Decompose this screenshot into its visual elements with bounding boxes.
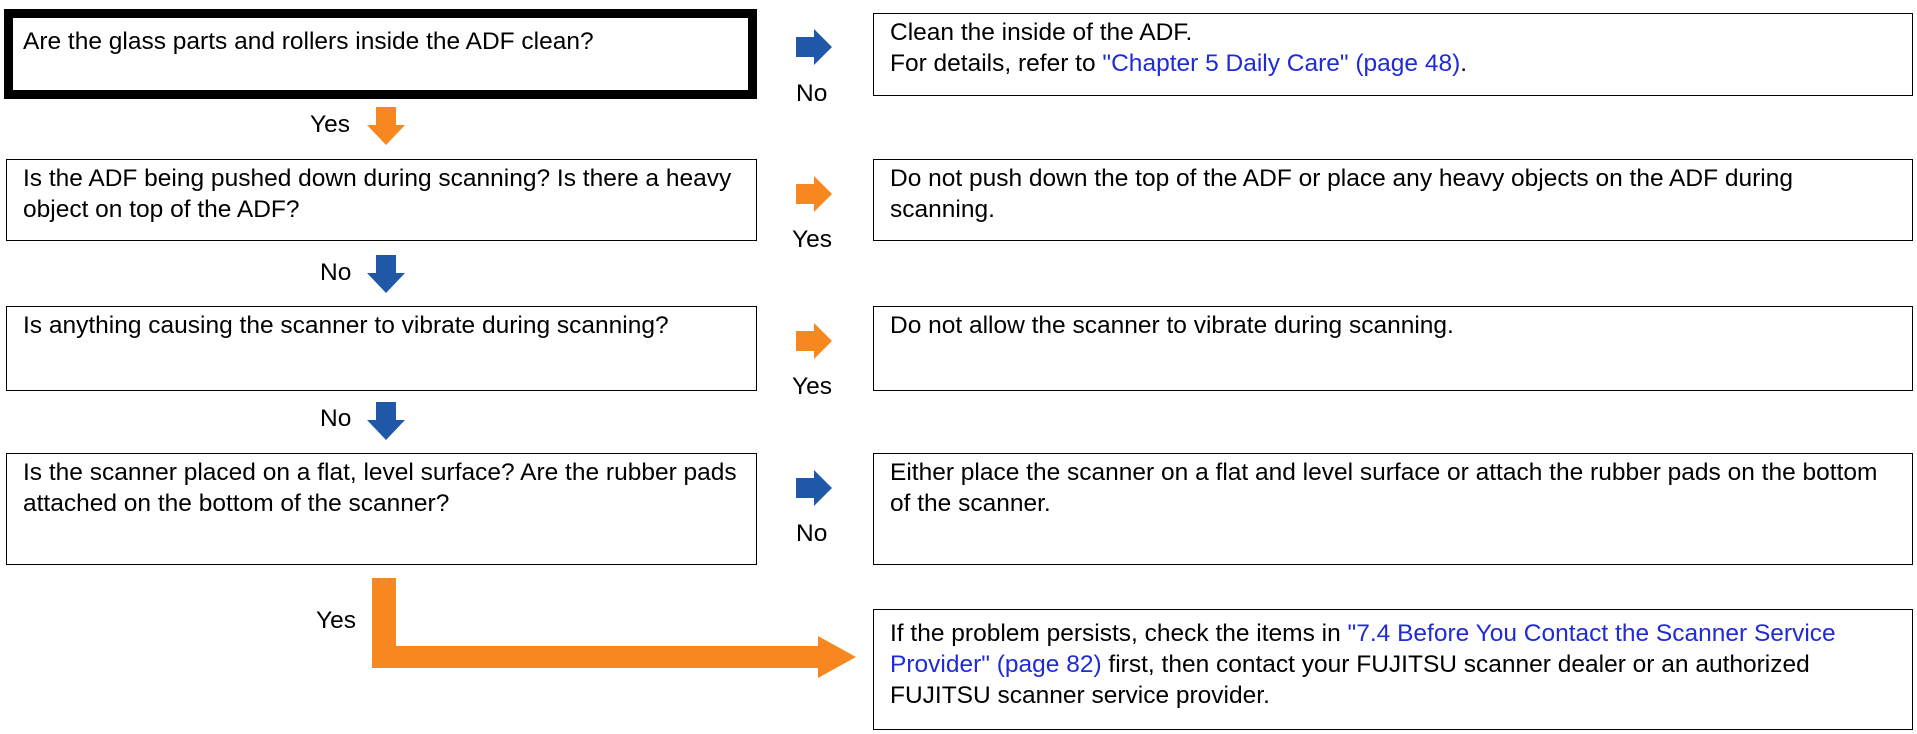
action-text: Either place the scanner on a flat and l… (890, 459, 1878, 517)
arrow-right-blue-icon (796, 29, 832, 65)
branch-label-no: No (320, 405, 352, 432)
question-text: Is the ADF being pushed down during scan… (23, 165, 732, 223)
action-box-clean-adf: Clean the inside of the ADF. For details… (873, 13, 1913, 96)
arrow-right-blue-icon (796, 470, 832, 506)
question-text: Is the scanner placed on a flat, level s… (23, 459, 737, 517)
question-box-flat-surface: Is the scanner placed on a flat, level s… (6, 453, 757, 565)
arrow-right-orange-icon (796, 323, 832, 359)
question-text: Are the glass parts and rollers inside t… (23, 28, 594, 55)
action-box-no-vibration: Do not allow the scanner to vibrate duri… (873, 306, 1913, 391)
question-box-adf-clean: Are the glass parts and rollers inside t… (4, 9, 757, 99)
action-text: Do not allow the scanner to vibrate duri… (890, 312, 1454, 339)
arrow-down-orange-icon (367, 107, 405, 145)
arrow-down-blue-icon (367, 402, 405, 440)
branch-label-yes: Yes (310, 111, 350, 138)
action-text: Do not push down the top of the ADF or p… (890, 165, 1793, 223)
branch-label-no: No (796, 80, 828, 107)
chapter-5-daily-care-link[interactable]: "Chapter 5 Daily Care" (page 48) (1102, 50, 1461, 77)
action-box-contact-provider: If the problem persists, check the items… (873, 609, 1913, 730)
branch-label-yes: Yes (792, 373, 832, 400)
question-box-adf-pushed: Is the ADF being pushed down during scan… (6, 159, 757, 241)
question-box-vibration: Is anything causing the scanner to vibra… (6, 306, 757, 391)
question-text: Is anything causing the scanner to vibra… (23, 312, 669, 339)
action-line: Clean the inside of the ADF. (890, 19, 1193, 46)
branch-label-yes: Yes (316, 607, 356, 634)
branch-label-yes: Yes (792, 226, 832, 253)
arrow-down-blue-icon (367, 255, 405, 293)
elbow-arrow-orange-icon (372, 578, 856, 678)
branch-label-no: No (320, 259, 352, 286)
action-box-flat-surface: Either place the scanner on a flat and l… (873, 453, 1913, 565)
branch-label-no: No (796, 520, 828, 547)
action-line: For details, refer to "Chapter 5 Daily C… (890, 50, 1468, 77)
arrow-right-orange-icon (796, 176, 832, 212)
before-you-contact-link[interactable]: "7.4 Before You Contact the Scanner Serv… (890, 620, 1836, 678)
action-box-no-push: Do not push down the top of the ADF or p… (873, 159, 1913, 241)
